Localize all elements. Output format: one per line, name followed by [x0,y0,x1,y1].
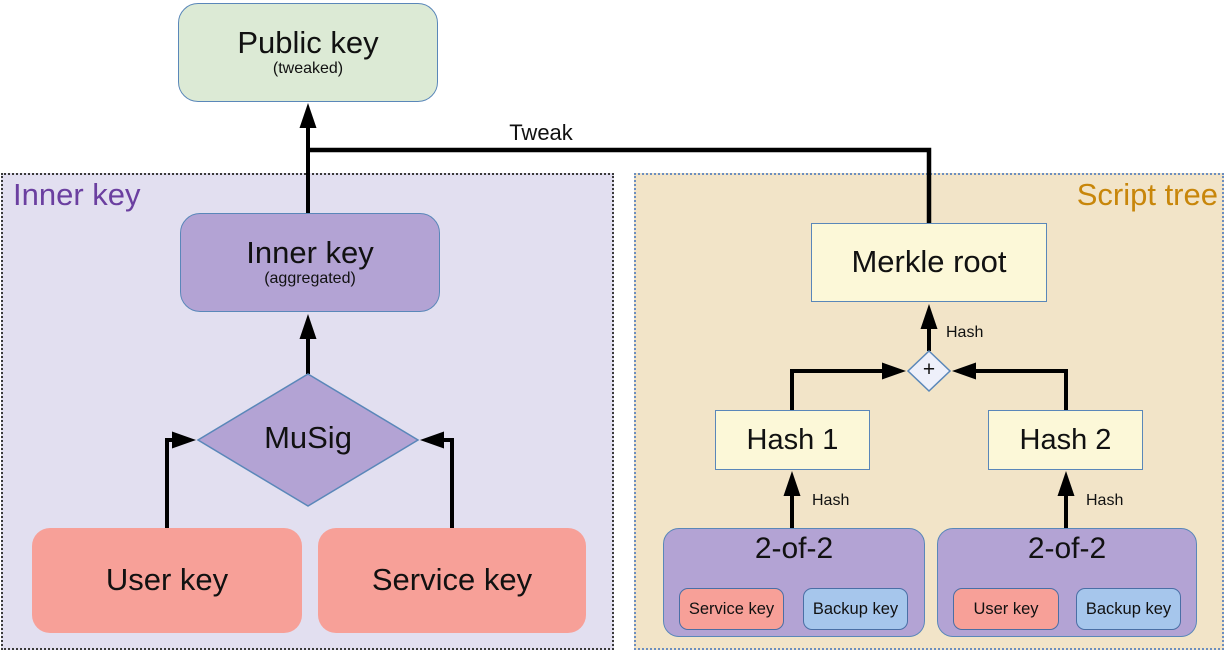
user-key-label: User key [105,562,229,598]
arrowhead-plus-left [882,362,906,380]
arrowhead-hash2 [1057,471,1075,496]
hash-right-edge-label: Hash [1086,492,1124,509]
public-key-title: Public key [237,24,379,60]
hash1-box: Hash 1 [715,410,870,470]
arrowhead-plus-right [952,362,976,380]
branch-left-2of2: 2-of-2 Service key Backup key [663,528,925,637]
plus-diamond [906,349,952,393]
edge-hash1-to-plus [790,369,884,410]
merkle-root-label: Merkle root [851,244,1007,280]
hash1-label: Hash 1 [746,423,839,456]
arrowhead-musig-right [420,431,444,449]
arrowhead-merkle [920,304,938,329]
branch-left-title: 2-of-2 [754,532,834,565]
musig-label: MuSig [264,420,352,455]
branch-right-title: 2-of-2 [1027,532,1107,565]
branch-right-2of2: 2-of-2 User key Backup key [937,528,1197,637]
arrowhead-innerkey [299,314,317,339]
script-tree-group-label: Script tree [1076,177,1218,212]
service-key-box: Service key [318,528,586,633]
branch-left-service-key: Service key [679,588,784,630]
user-key-box: User key [32,528,302,633]
edge-tweak [308,147,932,223]
arrowhead-musig-left [172,431,196,449]
hash2-box: Hash 2 [988,410,1143,470]
public-key-box: Public key (tweaked) [178,3,438,102]
branch-right-backup-key: Backup key [1076,588,1181,630]
plus-label: + [922,358,936,381]
edge-userkey-to-musig [165,438,174,528]
inner-key-box: Inner key (aggregated) [180,213,440,312]
merkle-root-box: Merkle root [811,223,1047,302]
hash-root-edge-label: Hash [946,324,984,341]
branch-right-user-key: User key [953,588,1059,630]
arrowhead-hash1 [783,471,801,496]
tweak-edge-label: Tweak [509,120,573,145]
edge-servicekey-to-musig [442,438,454,528]
musig-diamond [196,373,420,507]
inner-key-subtitle: (aggregated) [264,270,356,288]
hash2-label: Hash 2 [1019,423,1112,456]
inner-key-group-label: Inner key [13,177,141,212]
arrowhead-publickey [299,103,317,128]
hash-left-edge-label: Hash [812,492,850,509]
service-key-label: Service key [371,562,533,598]
public-key-subtitle: (tweaked) [272,60,344,78]
branch-left-backup-key: Backup key [803,588,908,630]
inner-key-title: Inner key [246,234,374,270]
edge-hash2-to-plus [974,369,1068,410]
